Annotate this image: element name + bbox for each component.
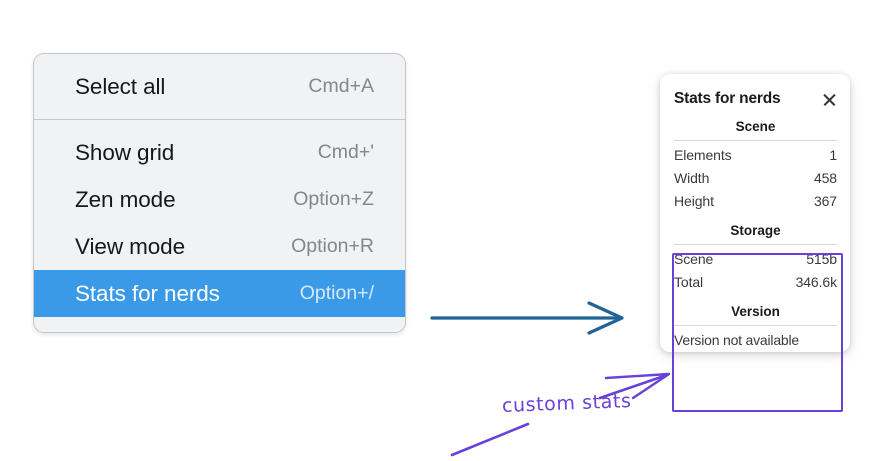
stat-value: 346.6k <box>795 273 838 290</box>
stat-value: 1 <box>829 146 837 163</box>
stat-value: 515b <box>806 250 837 267</box>
stat-key: Total <box>674 273 704 290</box>
menu-item-label: Select all <box>75 73 166 99</box>
stats-body: Scene Elements 1 Width 458 Height 367 St… <box>660 108 850 352</box>
menu-bottom-padding <box>34 317 405 332</box>
menu-item-select-all[interactable]: Select all Cmd+A <box>34 63 405 110</box>
section-rule <box>674 325 837 326</box>
menu-item-shortcut: Cmd+A <box>308 75 374 97</box>
menu-item-shortcut: Cmd+' <box>317 141 374 163</box>
blue-arrow <box>430 301 624 335</box>
stat-key: Elements <box>674 146 732 163</box>
menu-item-label: Show grid <box>75 139 175 165</box>
menu-item-show-grid[interactable]: Show grid Cmd+' <box>34 129 405 176</box>
menu-item-label: Stats for nerds <box>75 280 220 306</box>
panel-title: Stats for nerds <box>674 90 781 107</box>
menu-item-shortcut: Option+R <box>291 235 374 257</box>
section-rule <box>674 244 837 245</box>
stats-for-nerds-panel: Stats for nerds Scene Elements 1 Width 4… <box>660 74 850 352</box>
menu-item-view-mode[interactable]: View mode Option+R <box>34 223 405 270</box>
menu-divider <box>34 119 405 120</box>
stat-key: Width <box>674 169 710 186</box>
menu-item-label: View mode <box>75 233 185 259</box>
stat-row-width: Width 458 <box>674 166 837 189</box>
stat-key: Height <box>674 192 714 209</box>
menu-group-spacing <box>34 120 405 129</box>
purple-underline-stroke <box>450 422 530 457</box>
menu-item-shortcut: Option+/ <box>299 282 374 304</box>
stat-row-scene: Scene 515b <box>674 247 837 270</box>
menu-item-zen-mode[interactable]: Zen mode Option+Z <box>34 176 405 223</box>
stat-row-total: Total 346.6k <box>674 270 837 293</box>
menu-top-padding <box>34 54 405 63</box>
stat-row-elements: Elements 1 <box>674 143 837 166</box>
context-menu[interactable]: Select all Cmd+A Show grid Cmd+' Zen mod… <box>33 53 406 333</box>
menu-item-label: Zen mode <box>75 186 176 212</box>
section-heading-version: Version <box>731 304 780 319</box>
menu-item-shortcut: Option+Z <box>293 188 374 210</box>
version-note: Version not available <box>674 332 799 348</box>
stat-value: 458 <box>813 169 837 186</box>
stat-row-height: Height 367 <box>674 189 837 212</box>
panel-header: Stats for nerds <box>660 74 850 108</box>
menu-item-stats-for-nerds[interactable]: Stats for nerds Option+/ <box>34 270 405 317</box>
close-icon[interactable] <box>822 92 837 107</box>
section-rule <box>674 140 837 141</box>
stat-value: 367 <box>813 192 837 209</box>
section-heading-scene: Scene <box>735 119 776 134</box>
section-heading-storage: Storage <box>730 223 781 238</box>
stat-key: Scene <box>674 250 714 267</box>
custom-stats-annotation-label: custom stats <box>501 390 632 417</box>
